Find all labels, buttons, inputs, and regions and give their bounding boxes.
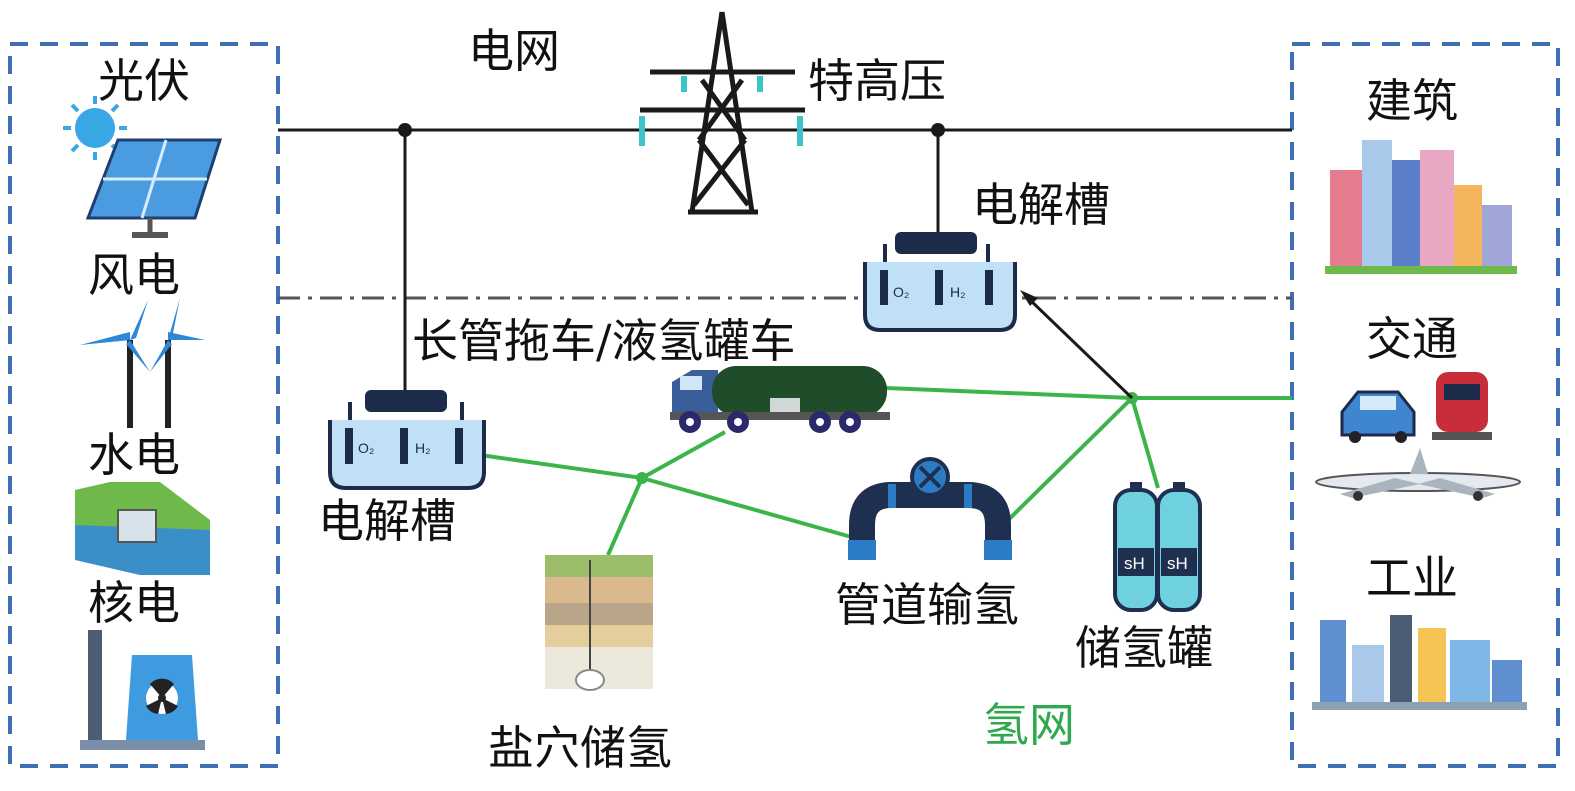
sun-icon xyxy=(63,96,127,160)
feed-arrow-line xyxy=(1026,296,1134,400)
grid-label: 电网 xyxy=(468,24,560,78)
tank-label: 储氢罐 xyxy=(1075,621,1213,675)
load-industry-label: 工业 xyxy=(1366,551,1458,605)
source-box xyxy=(8,42,280,768)
solar-panel-icon xyxy=(85,138,223,238)
bus-node-left xyxy=(398,123,412,137)
source-wind-label: 风电 xyxy=(88,248,180,302)
source-nuclear-label: 核电 xyxy=(88,576,180,630)
load-box xyxy=(1290,42,1560,768)
hydro-dam-icon xyxy=(75,482,210,575)
electrolyzer-left-o2: O₂ xyxy=(358,440,374,456)
train-icon xyxy=(1432,372,1492,440)
salt-cavern-label: 盐穴储氢 xyxy=(488,721,672,775)
source-hydro-label: 水电 xyxy=(88,428,180,482)
bus-node-right xyxy=(931,123,945,137)
wind-turbine-icon xyxy=(80,298,205,428)
feed-arrow-head xyxy=(1020,290,1038,306)
truck-label: 长管拖车/液氢罐车 xyxy=(412,314,796,368)
electrolyzer-left-label: 电解槽 xyxy=(318,494,456,548)
salt-cavern-icon xyxy=(545,555,653,691)
electrolyzer-top-h2: H₂ xyxy=(950,284,966,300)
hydrogen-node-left xyxy=(636,472,648,484)
load-transport-label: 交通 xyxy=(1366,312,1458,366)
load-building-label: 建筑 xyxy=(1366,74,1458,128)
airplane-icon xyxy=(1315,448,1521,501)
electrolyzer-left-icon xyxy=(328,390,486,490)
uhv-label: 特高压 xyxy=(808,54,946,108)
factory-icon xyxy=(1312,615,1527,710)
hydrogen-tank-icon xyxy=(1113,482,1202,612)
tanker-truck-icon xyxy=(670,366,890,433)
electrolyzer-left-h2: H₂ xyxy=(415,440,431,456)
nuclear-plant-icon xyxy=(80,630,205,750)
buildings-icon xyxy=(1325,140,1517,274)
electrolyzer-top-o2: O₂ xyxy=(893,284,909,300)
pipeline-label: 管道输氢 xyxy=(835,578,1019,632)
source-solar-label: 光伏 xyxy=(98,54,190,108)
transmission-tower-icon xyxy=(639,11,805,215)
electrolyzer-top-icon xyxy=(863,232,1017,332)
electrolyzer-top-label: 电解槽 xyxy=(972,178,1110,232)
pipeline-valve-icon xyxy=(848,457,1012,560)
hydrogen-network-label: 氢网 xyxy=(983,698,1075,752)
tank-mark-1: sH xyxy=(1124,554,1145,573)
tank-mark-2: sH xyxy=(1167,554,1188,573)
hydrogen-network-lines xyxy=(479,386,1292,556)
car-icon xyxy=(1340,390,1416,443)
